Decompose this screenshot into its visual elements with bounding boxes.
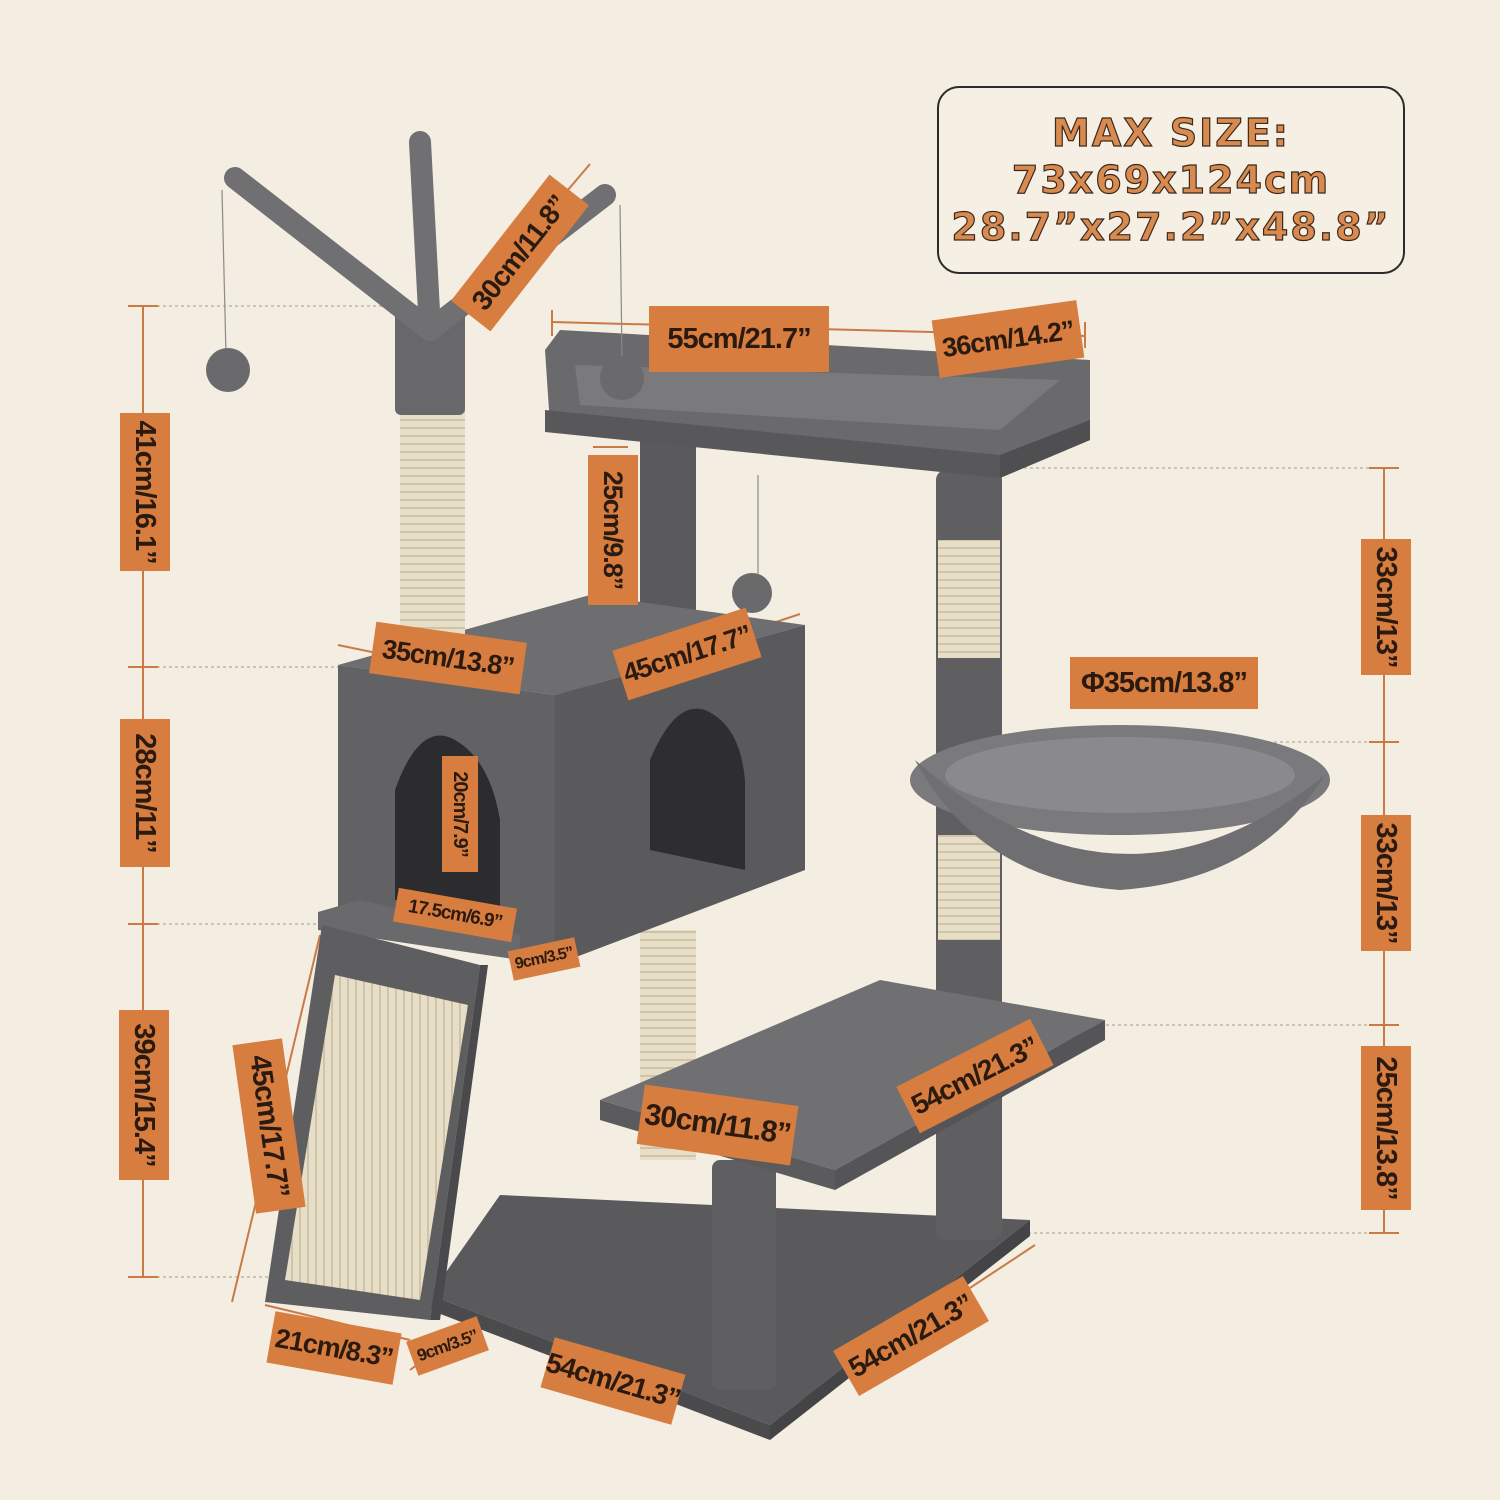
max-size-box: MAX SIZE: 73x69x124cm 28.7”x27.2”x48.8” bbox=[937, 86, 1405, 274]
scratching-ramp bbox=[265, 925, 488, 1320]
label-basket-diameter: Φ35cm/13.8” bbox=[1070, 657, 1258, 709]
max-size-metric: 73x69x124cm bbox=[1011, 157, 1331, 202]
label-left-height-top: 41cm/16.1” bbox=[120, 413, 170, 571]
front-post bbox=[712, 1160, 776, 1390]
label-right-height-low: 25cm/13.8” bbox=[1361, 1046, 1411, 1210]
label-left-height-mid: 28cm/11” bbox=[120, 719, 170, 867]
label-top-perch-length: 55cm/21.7” bbox=[649, 306, 829, 372]
condo-step bbox=[318, 900, 520, 960]
hammock-basket bbox=[910, 725, 1330, 890]
max-size-heading: MAX SIZE: bbox=[1051, 110, 1290, 155]
label-right-height-mid: 33cm/13” bbox=[1361, 815, 1411, 951]
label-post-upper-height: 25cm/9.8” bbox=[588, 455, 638, 605]
label-left-height-low: 39cm/15.4” bbox=[119, 1010, 169, 1180]
label-right-height-top: 33cm/13” bbox=[1361, 539, 1411, 675]
max-size-imperial: 28.7”x27.2”x48.8” bbox=[951, 204, 1391, 249]
label-doorway-height: 20cm/7.9” bbox=[442, 756, 478, 872]
